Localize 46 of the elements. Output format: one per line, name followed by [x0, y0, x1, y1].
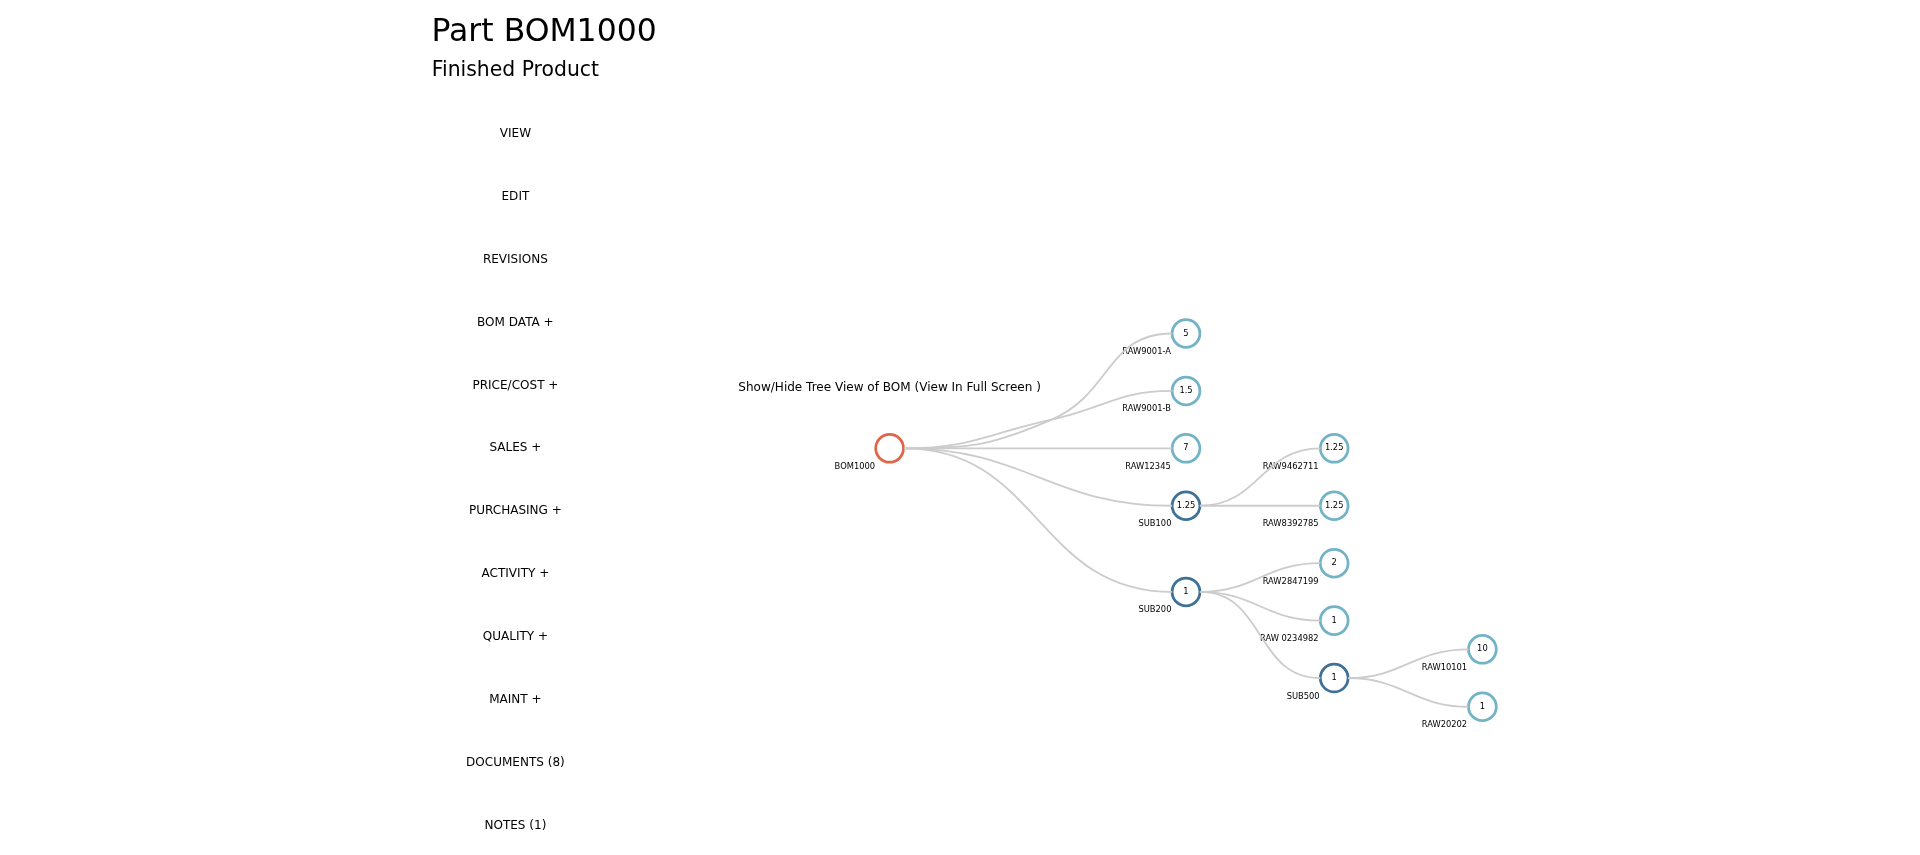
node-circle: 5 — [1170, 318, 1202, 349]
node-label: RAW9001-A — [1122, 346, 1171, 357]
node-label: RAW8392785 — [1262, 518, 1319, 529]
label: SALES + — [489, 440, 542, 455]
node-circle: 2 — [1318, 547, 1350, 579]
label: Show/Hide Tree View of BOM (View In Full Screen ) — [738, 380, 1041, 395]
label: BOM DATA + — [477, 314, 554, 329]
node-label: SUB500 — [1286, 690, 1320, 701]
node-circle: 1.5 — [1170, 375, 1202, 407]
node-label: RAW2847199 — [1262, 575, 1319, 586]
label: QUALITY + — [482, 629, 549, 644]
node-label: RAW 0234982 — [1259, 633, 1319, 644]
node-label: RAW12345 — [1125, 460, 1171, 471]
node-circle: 1 — [1318, 662, 1350, 694]
label: MAINT + — [489, 692, 542, 707]
node-label: RAW9462711 — [1262, 460, 1319, 471]
node-label: RAW10101 — [1421, 661, 1468, 672]
node-circle — [874, 433, 905, 464]
label: PRICE/COST + — [472, 377, 559, 392]
node-circle: 1.25 — [1318, 490, 1350, 522]
node-circle: 1.25 — [1318, 433, 1350, 464]
node-circle: 1 — [1170, 576, 1202, 608]
node-label: RAW9001-B — [1122, 403, 1171, 414]
node-circle: 1 — [1318, 605, 1350, 636]
label: VIEW — [499, 125, 532, 140]
node-circle: 7 — [1170, 433, 1202, 464]
node-label: BOM1000 — [834, 460, 876, 471]
label: Finished Product — [431, 56, 599, 81]
node-label: SUB200 — [1138, 604, 1172, 615]
label: DOCUMENTS (8) — [466, 755, 565, 770]
node-label: SUB100 — [1138, 518, 1172, 529]
connector — [903, 447, 1174, 593]
diagram-title: Part BOM1000 — [431, 11, 657, 48]
label: REVISIONS — [482, 251, 548, 266]
node-label: RAW20202 — [1421, 719, 1468, 730]
label: EDIT — [501, 188, 530, 203]
node-circle: 10 — [1467, 634, 1498, 665]
node-circle: 1 — [1467, 691, 1498, 723]
connector — [1198, 447, 1322, 507]
label: ACTIVITY + — [481, 566, 550, 581]
connector — [1198, 591, 1322, 679]
node-circle: 1.25 — [1170, 490, 1202, 522]
label: PURCHASING + — [468, 503, 562, 518]
connector — [1198, 504, 1322, 507]
connector — [1347, 677, 1470, 708]
label: NOTES (1) — [484, 818, 547, 833]
